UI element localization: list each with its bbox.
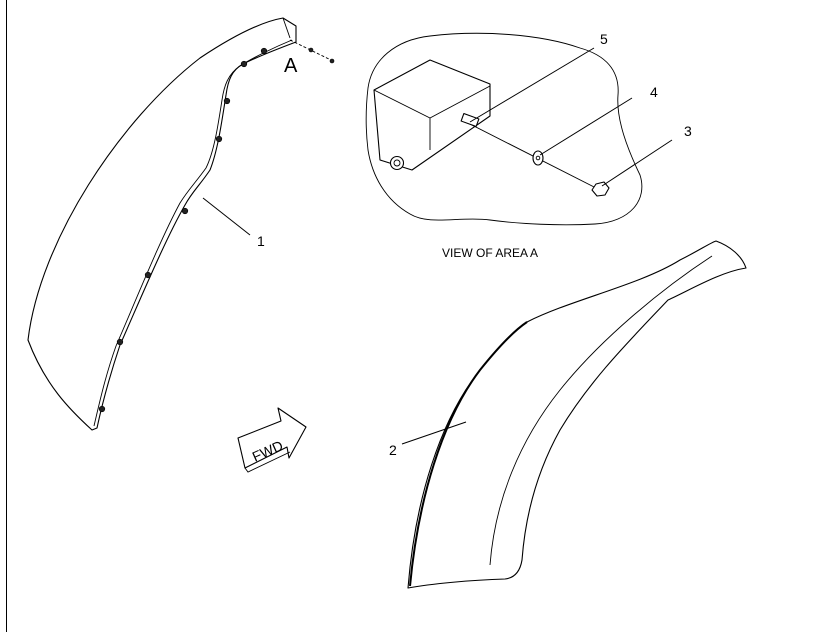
bolt-icon bbox=[240, 60, 248, 68]
fender-liner-part-2 bbox=[407, 240, 747, 589]
bolt-icon bbox=[223, 97, 231, 105]
fender-part-1 bbox=[27, 17, 335, 431]
callout-3: 3 bbox=[684, 123, 692, 139]
bolt-icon bbox=[116, 338, 124, 346]
detail-marker-a: A bbox=[284, 55, 298, 77]
bolt-icon bbox=[215, 135, 223, 143]
callout-4: 4 bbox=[650, 84, 658, 100]
detail-caption: VIEW OF AREA A bbox=[442, 246, 538, 260]
callout-leader-4 bbox=[539, 97, 633, 156]
callout-1: 1 bbox=[257, 233, 265, 249]
bolt-icon bbox=[144, 271, 152, 279]
callout-leader-5 bbox=[469, 47, 595, 123]
callout-leader-2 bbox=[401, 421, 467, 445]
callout-leader-1 bbox=[202, 197, 251, 236]
bolt-icon bbox=[181, 207, 189, 215]
forward-arrow-icon: FWD bbox=[237, 407, 307, 473]
detail-view-area-a bbox=[365, 32, 643, 226]
callout-2: 2 bbox=[389, 442, 397, 458]
bolt-icon bbox=[260, 47, 268, 55]
callout-5: 5 bbox=[600, 31, 608, 47]
bolt-icon bbox=[98, 405, 106, 413]
callout-leader-3 bbox=[601, 139, 673, 187]
